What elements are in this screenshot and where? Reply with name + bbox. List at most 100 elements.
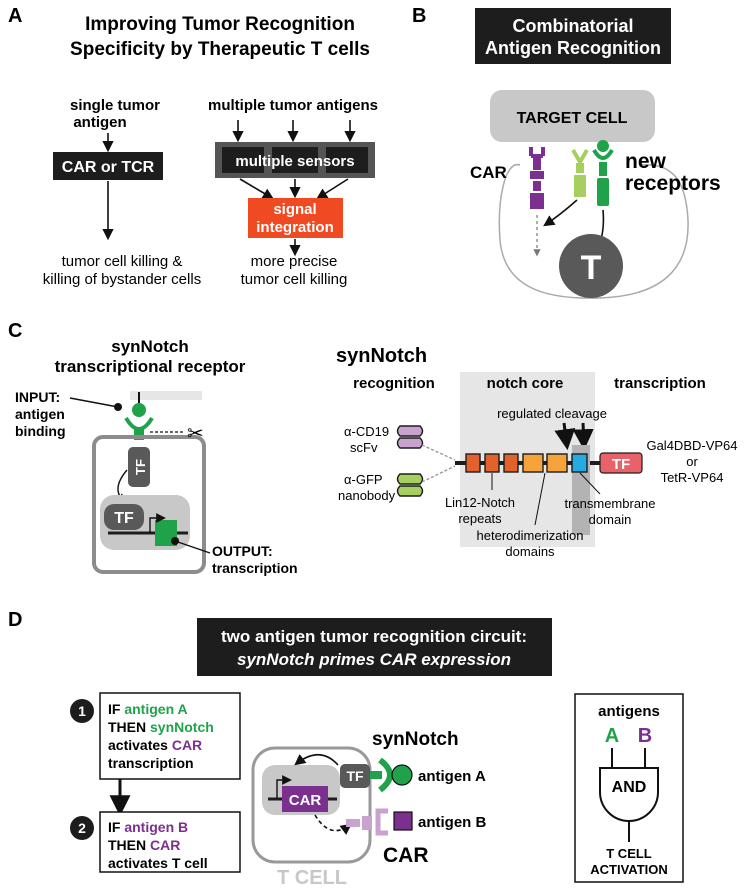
signal-line1: signal <box>273 201 316 218</box>
step2-car: CAR <box>150 837 180 853</box>
arrow-car-expression <box>314 814 352 835</box>
t-cell-label: T CELL <box>277 867 347 889</box>
panel-c-title-line2: transcriptional receptor <box>55 357 246 376</box>
regulated-cleavage-label: regulated cleavage <box>497 406 607 421</box>
car-label: CAR <box>470 163 507 182</box>
d-car-binder <box>375 808 388 836</box>
green-receptor-1-body <box>574 175 586 197</box>
step2-number: 2 <box>78 820 86 836</box>
tf-in-nucleus <box>104 504 144 530</box>
step1-line3: activates CAR <box>108 737 202 753</box>
antigen-b-square <box>393 811 413 831</box>
sensor-1 <box>222 147 264 173</box>
cd19-linker <box>421 444 456 461</box>
heterodimerization-domain-1 <box>522 453 544 473</box>
d-tf-box <box>340 764 370 788</box>
killing-line2: killing of bystander cells <box>43 271 201 288</box>
and-input-a: A <box>605 725 619 747</box>
hetero-line1: heterodimerization <box>477 528 584 543</box>
multiple-antigens-label: multiple tumor antigens <box>208 97 378 114</box>
t-cell-outline <box>251 746 372 864</box>
step2-line2: THEN CAR <box>108 837 180 853</box>
step1-badge <box>70 699 94 723</box>
arrow-sensor-1 <box>239 178 274 200</box>
cd19-line2: scFv <box>350 440 378 455</box>
multiple-sensors-label: multiple sensors <box>235 153 354 170</box>
output-line2: transcription <box>212 560 298 576</box>
hetero-line2: domains <box>505 544 555 559</box>
panel-b-title-line2: Antigen Recognition <box>485 38 661 58</box>
output-line1: OUTPUT: <box>212 543 273 559</box>
arrow-tf-to-car-gene <box>294 753 339 766</box>
green-receptor-1-head <box>571 148 589 166</box>
green-receptor-2-head <box>592 148 614 160</box>
panel-b: B Combinatorial Antigen Recognition TARG… <box>412 5 721 299</box>
signal-integration-box <box>248 198 343 238</box>
transmembrane-domain <box>571 453 588 473</box>
t-cell-membrane <box>498 163 689 299</box>
panel-c-title-line1: synNotch <box>111 337 188 356</box>
step1-line4: transcription <box>108 755 194 771</box>
notch-core-header: notch core <box>487 375 564 392</box>
green-receptor-2-hinge <box>599 162 607 176</box>
step1-then: THEN <box>108 719 150 735</box>
lin12-line2: repeats <box>458 511 502 526</box>
step2-box <box>99 811 241 873</box>
gal4-line1: Gal4DBD-VP64 <box>646 438 737 453</box>
tf-domain-diagram-label: TF <box>612 456 630 473</box>
panel-letter-a: A <box>8 5 22 27</box>
gfp-line2: nanobody <box>338 488 396 503</box>
tf-domain-label: TF <box>133 459 148 475</box>
synnotch-diagram-title: synNotch <box>336 345 427 367</box>
hetero-pointer <box>534 472 546 526</box>
tm-line2: domain <box>589 512 632 527</box>
signal-line2: integration <box>256 219 334 236</box>
cd19-scfv-domain-2 <box>396 437 424 449</box>
panel-letter-c: C <box>8 320 22 342</box>
step2-if: IF <box>108 819 124 835</box>
step2-badge <box>70 816 94 840</box>
antigen-b-label: antigen B <box>418 814 487 831</box>
car-receptor-hinge <box>533 158 541 170</box>
precise-line1: more precise <box>251 253 338 270</box>
cd19-scfv-domain-1 <box>396 425 424 437</box>
car-receptor-domain-3 <box>530 193 544 209</box>
new-receptors-line2: receptors <box>625 172 721 195</box>
green-receptor-1-hinge <box>576 163 584 173</box>
panel-a-title-line2: Specificity by Therapeutic T cells <box>70 39 370 60</box>
tf-in-nucleus-label: TF <box>114 510 134 527</box>
panel-b-title-line1: Combinatorial <box>512 16 633 36</box>
step1-antigen: antigen A <box>124 701 187 717</box>
input-pointer <box>69 397 119 408</box>
step1-line1: IF antigen A <box>108 701 188 717</box>
antigens-label: antigens <box>598 703 660 720</box>
panel-d-title-line1: two antigen tumor recognition circuit: <box>221 627 527 646</box>
lin12-line1: Lin12-Notch <box>445 495 515 510</box>
cleavage-arrow-2 <box>572 422 594 451</box>
input-line3: binding <box>15 423 66 439</box>
d-synnotch-stalk <box>370 771 382 779</box>
panel-letter-b: B <box>412 5 426 27</box>
target-membrane <box>130 391 202 400</box>
input-line2: antigen <box>15 406 65 422</box>
car-receptor-domain-2 <box>533 181 541 191</box>
arrow-sensor-3 <box>316 178 349 200</box>
gfp-linker <box>421 465 456 483</box>
step1-if: IF <box>108 701 124 717</box>
gfp-nanobody-domain-1 <box>396 473 424 485</box>
synnotch-binder <box>124 416 154 431</box>
new-receptors-line1: new <box>625 150 667 173</box>
step2-line3: activates T cell <box>108 855 208 871</box>
antigen-circle <box>132 403 146 417</box>
single-antigen-line1: single tumor <box>70 97 160 114</box>
killing-line1: tumor cell killing & <box>62 253 183 270</box>
synnotch-cell-outline <box>92 435 206 574</box>
lin12-repeat-1 <box>465 453 481 473</box>
tm-pointer <box>579 472 601 495</box>
tf-domain-diagram <box>599 452 643 474</box>
car-gene-box <box>282 786 328 812</box>
d-transcription-start-arrow <box>276 775 292 799</box>
activation-line1: T CELL <box>606 846 652 861</box>
gal4-line2: or <box>686 454 698 469</box>
step1-number: 1 <box>78 703 86 719</box>
